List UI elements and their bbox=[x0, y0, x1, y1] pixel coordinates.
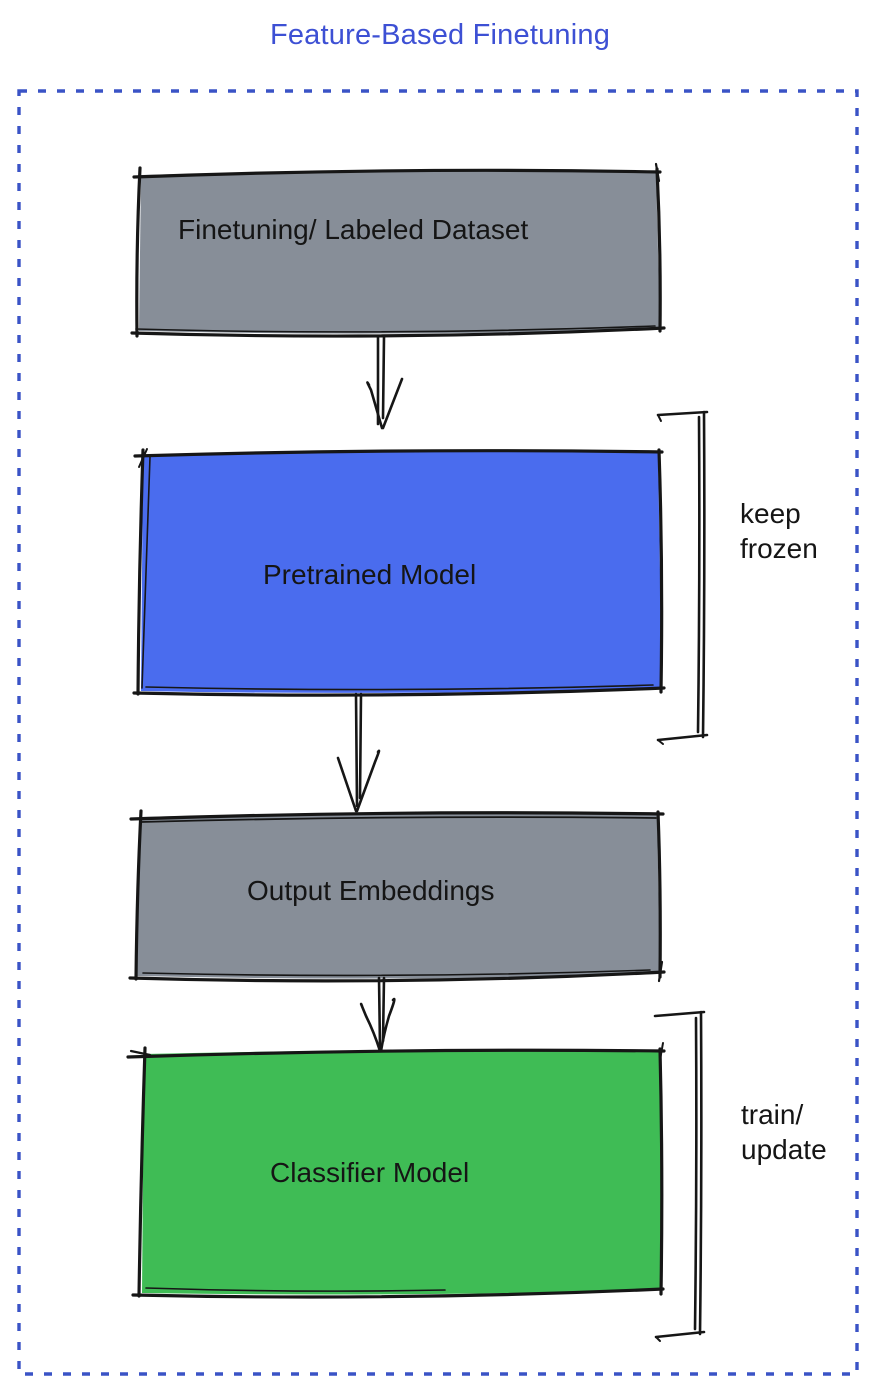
keep-frozen-bracket bbox=[656, 410, 709, 745]
train-update-line1: train/ bbox=[741, 1099, 804, 1130]
keep-frozen-note: keep frozen bbox=[740, 496, 818, 566]
arrow-dataset-to-pretrained bbox=[366, 335, 404, 430]
train-update-line2: update bbox=[741, 1134, 827, 1165]
node-label-finetuning-dataset: Finetuning/ Labeled Dataset bbox=[178, 214, 529, 245]
node-pretrained-model bbox=[132, 448, 666, 697]
train-update-bracket bbox=[653, 1010, 706, 1342]
train-update-note: train/ update bbox=[741, 1097, 827, 1167]
arrow-embeddings-to-classifier bbox=[359, 976, 396, 1053]
keep-frozen-line1: keep bbox=[740, 498, 801, 529]
node-label-output-embeddings: Output Embeddings bbox=[247, 875, 495, 906]
dashed-boundary bbox=[17, 89, 859, 1376]
keep-frozen-line2: frozen bbox=[740, 533, 818, 564]
node-label-classifier-model: Classifier Model bbox=[270, 1157, 470, 1188]
node-classifier-model bbox=[126, 1042, 666, 1299]
node-finetuning-dataset bbox=[130, 162, 666, 338]
arrow-pretrained-to-embeddings bbox=[336, 692, 381, 813]
node-output-embeddings bbox=[128, 809, 666, 983]
node-label-pretrained-model: Pretrained Model bbox=[263, 559, 477, 590]
diagram-title: Feature-Based Finetuning bbox=[269, 19, 611, 51]
